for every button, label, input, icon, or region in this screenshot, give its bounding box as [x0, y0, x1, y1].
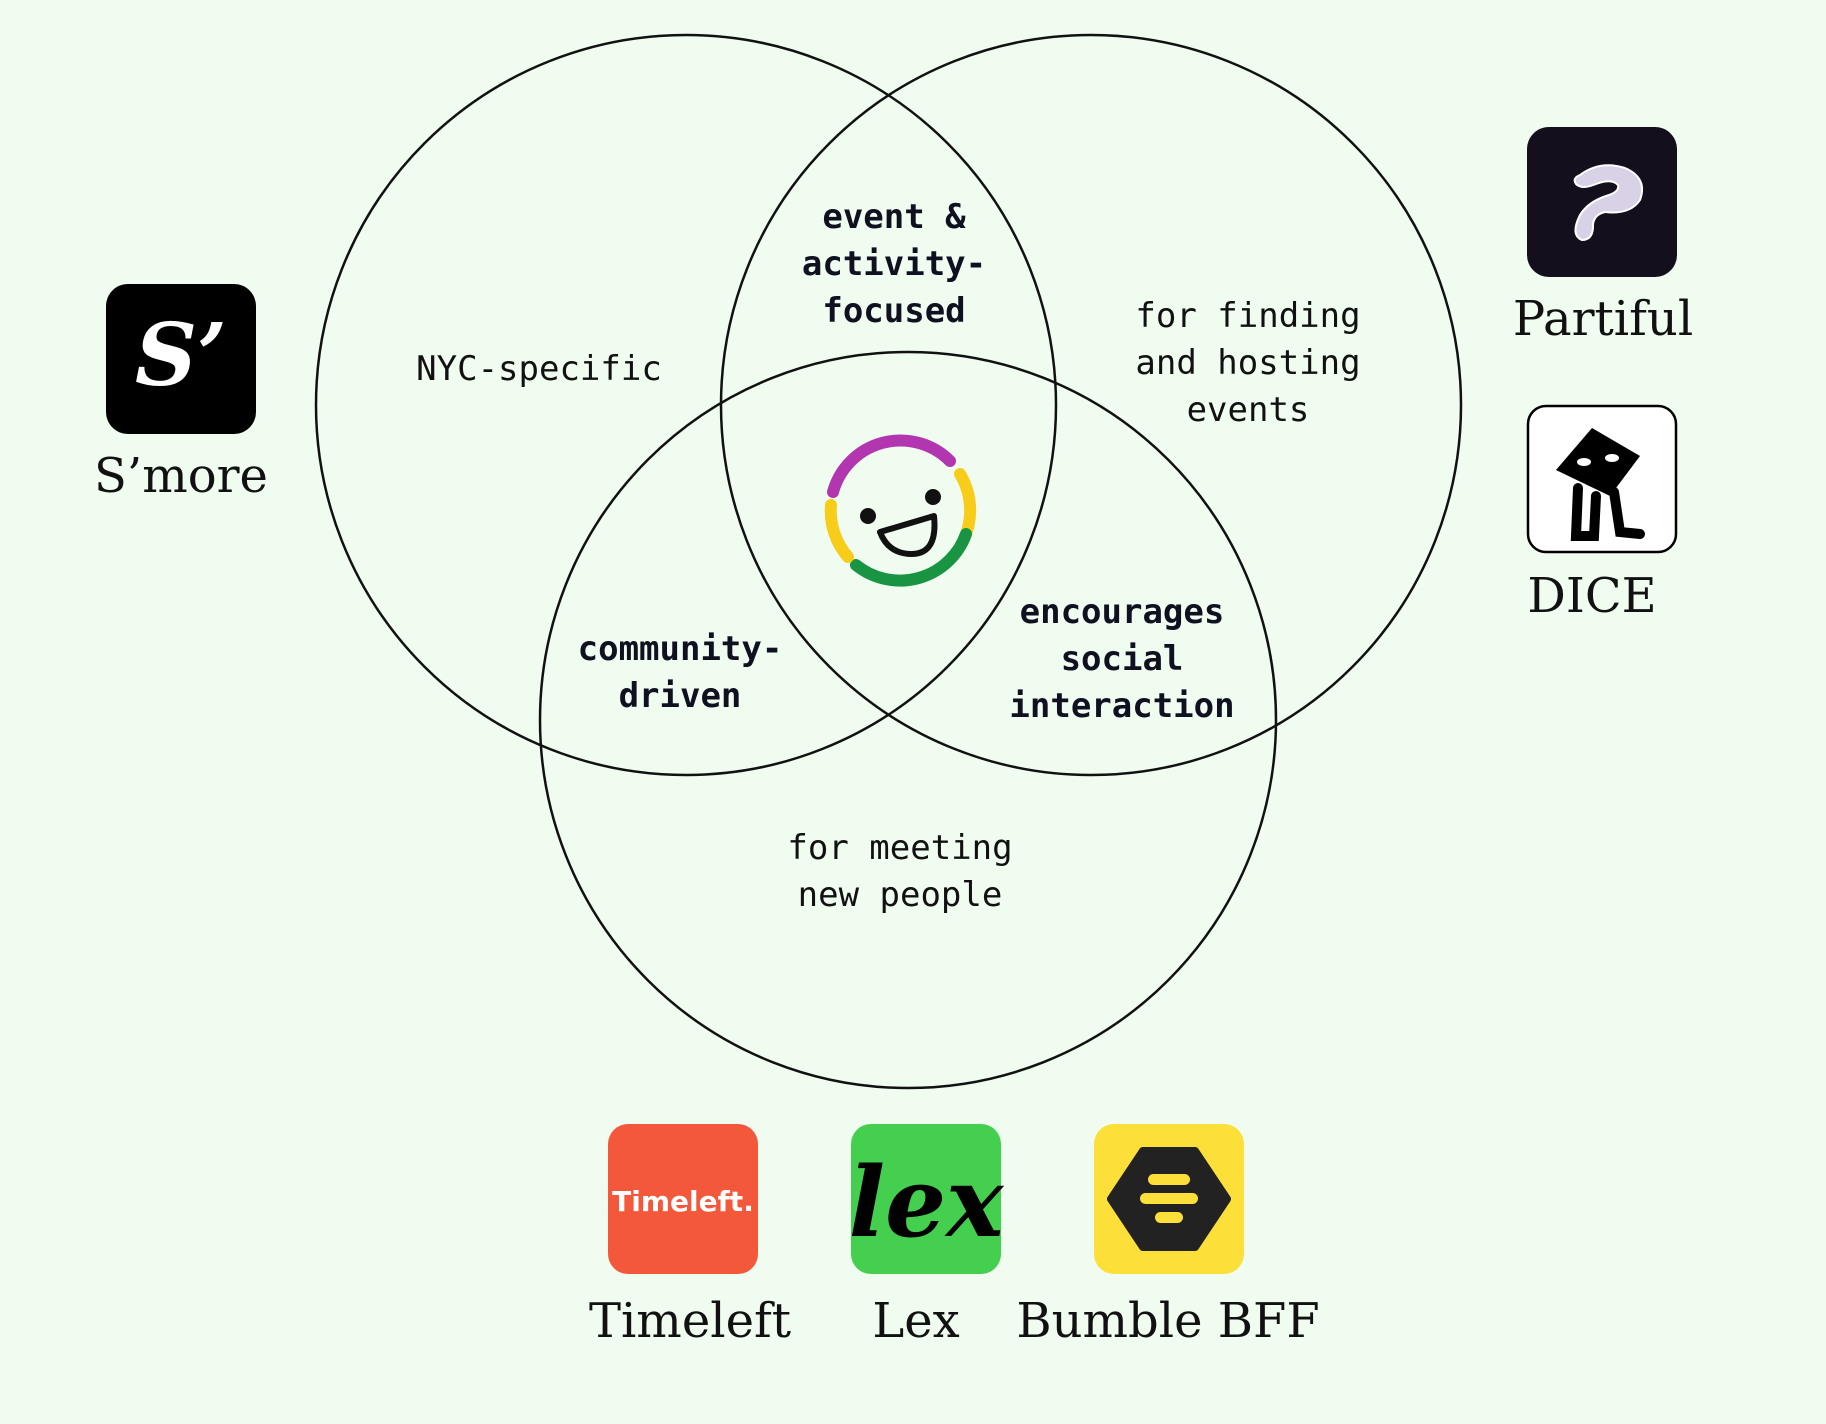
- dice-icon-eye-right: [1605, 454, 1619, 462]
- bumble-icon-bar-middle: [1140, 1193, 1198, 1204]
- logo-arc-yellow-left: [824, 499, 854, 563]
- region-top-left-only: NYC-specific: [416, 349, 662, 389]
- circle-events: [719, 33, 1463, 777]
- app-label-partiful: Partiful: [1513, 291, 1693, 347]
- app-partiful[interactable]: Partiful: [1513, 127, 1693, 347]
- timeleft-icon: [608, 1124, 758, 1274]
- region-label-line: interaction: [1009, 686, 1234, 726]
- bumble-icon-bar-top: [1148, 1174, 1190, 1185]
- app-lex[interactable]: lex Lex: [849, 1124, 1006, 1349]
- app-smore[interactable]: S’ S’more: [94, 284, 268, 504]
- region-label-line: focused: [822, 291, 965, 331]
- logo-arc-purple: [827, 434, 956, 498]
- region-label-line: for meeting: [787, 828, 1012, 868]
- venn-circles: [314, 33, 1463, 1090]
- circle-meeting-people: [538, 350, 1278, 1090]
- smore-icon-glyph: S’: [135, 305, 227, 406]
- app-dice[interactable]: DICE: [1526, 404, 1678, 624]
- app-label-smore: S’more: [94, 448, 268, 504]
- region-right-overlap: encourages social interaction: [1009, 592, 1234, 726]
- app-timeleft[interactable]: Timeleft. Timeleft: [589, 1124, 791, 1349]
- region-label-line: activity-: [802, 244, 986, 284]
- lex-icon-wordmark: lex: [849, 1146, 1006, 1259]
- region-label-line: NYC-specific: [416, 349, 662, 389]
- bumble-icon-bar-bottom: [1155, 1212, 1183, 1223]
- smiling-face-ring-logo: [824, 434, 977, 587]
- region-label-line: event &: [822, 197, 966, 237]
- app-label-timeleft: Timeleft: [589, 1293, 791, 1349]
- region-label-line: for finding: [1135, 296, 1360, 336]
- dice-icon-legs: [1570, 483, 1645, 541]
- region-top-right-only: for finding and hosting events: [1135, 296, 1360, 430]
- region-label-line: social: [1061, 639, 1184, 679]
- region-label-line: events: [1187, 390, 1310, 430]
- region-label-line: new people: [798, 875, 1003, 915]
- app-label-dice: DICE: [1527, 568, 1656, 624]
- circle-nyc: [314, 33, 1058, 777]
- region-label-line: and hosting: [1135, 343, 1360, 383]
- app-label-bumble-bff: Bumble BFF: [1016, 1293, 1319, 1349]
- region-top-overlap: event & activity- focused: [802, 197, 986, 331]
- dice-icon-diamond: [1556, 428, 1640, 496]
- region-left-overlap: community- driven: [578, 629, 783, 716]
- region-label-line: encourages: [1020, 592, 1225, 632]
- timeleft-icon-wordmark: Timeleft.: [612, 1185, 754, 1218]
- logo-arc-green: [850, 528, 972, 587]
- app-bumble-bff[interactable]: Bumble BFF: [1016, 1124, 1320, 1349]
- region-bottom-only: for meeting new people: [787, 828, 1012, 915]
- lex-icon: [851, 1124, 1001, 1274]
- partiful-icon-glyph: [1573, 164, 1644, 242]
- logo-mouth: [877, 513, 938, 558]
- region-label-line: driven: [619, 676, 742, 716]
- logo-eye-right: [925, 489, 941, 505]
- logo-eye-left: [860, 508, 876, 524]
- smore-icon: [106, 284, 256, 434]
- region-label-line: community-: [578, 629, 783, 669]
- dice-icon-eye-left: [1577, 458, 1591, 466]
- app-label-lex: Lex: [872, 1293, 959, 1349]
